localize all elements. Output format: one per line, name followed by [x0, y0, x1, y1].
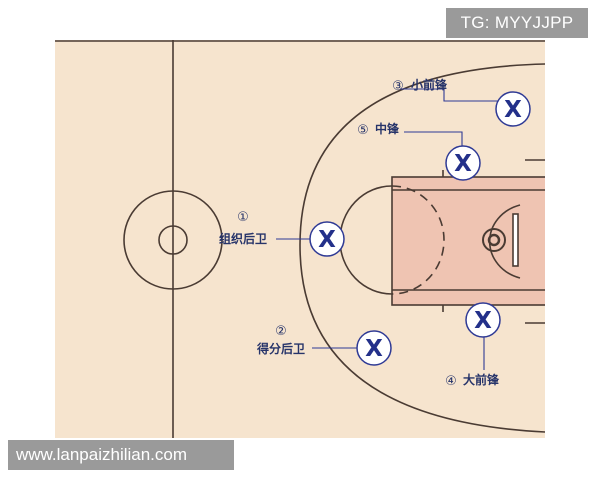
position-label-power-forward: 大前锋 — [463, 372, 500, 387]
marker-shooting-guard: X — [356, 330, 392, 366]
marker-x-center: X — [454, 151, 472, 177]
backboard — [512, 213, 519, 267]
position-label-center: 中锋 — [375, 121, 400, 136]
position-number-shooting-guard: ② — [275, 324, 287, 339]
position-number-power-forward: ④ — [445, 374, 457, 389]
free-throw-dashed-arc — [391, 185, 445, 295]
marker-power-forward: X — [465, 302, 501, 338]
position-number-point-guard: ① — [237, 210, 249, 225]
marker-small-forward: X — [495, 91, 531, 127]
center-circle — [123, 190, 223, 290]
marker-x-power-forward: X — [474, 308, 492, 334]
watermark-bottom: www.lanpaizhilian.com — [8, 440, 234, 470]
paint-area — [391, 176, 545, 306]
position-number-center: ⑤ — [357, 123, 369, 138]
leader-line-small-forward — [400, 88, 500, 102]
basket-inner — [487, 233, 501, 247]
watermark-top: TG: MYYJJPP — [446, 8, 588, 38]
position-number-small-forward: ③ — [392, 79, 404, 94]
center-inner-circle — [158, 225, 188, 255]
three-point-arc — [299, 63, 545, 433]
marker-x-point-guard: X — [318, 227, 336, 253]
marker-x-small-forward: X — [504, 97, 522, 123]
marker-x-shooting-guard: X — [365, 336, 383, 362]
position-label-point-guard: 组织后卫 — [219, 231, 267, 246]
marker-point-guard: X — [309, 221, 345, 257]
position-label-small-forward: 小前锋 — [411, 77, 448, 92]
leader-line-center — [404, 131, 463, 148]
basket-rim — [482, 228, 506, 252]
position-label-shooting-guard: 得分后卫 — [256, 341, 305, 356]
marker-center: X — [445, 145, 481, 181]
